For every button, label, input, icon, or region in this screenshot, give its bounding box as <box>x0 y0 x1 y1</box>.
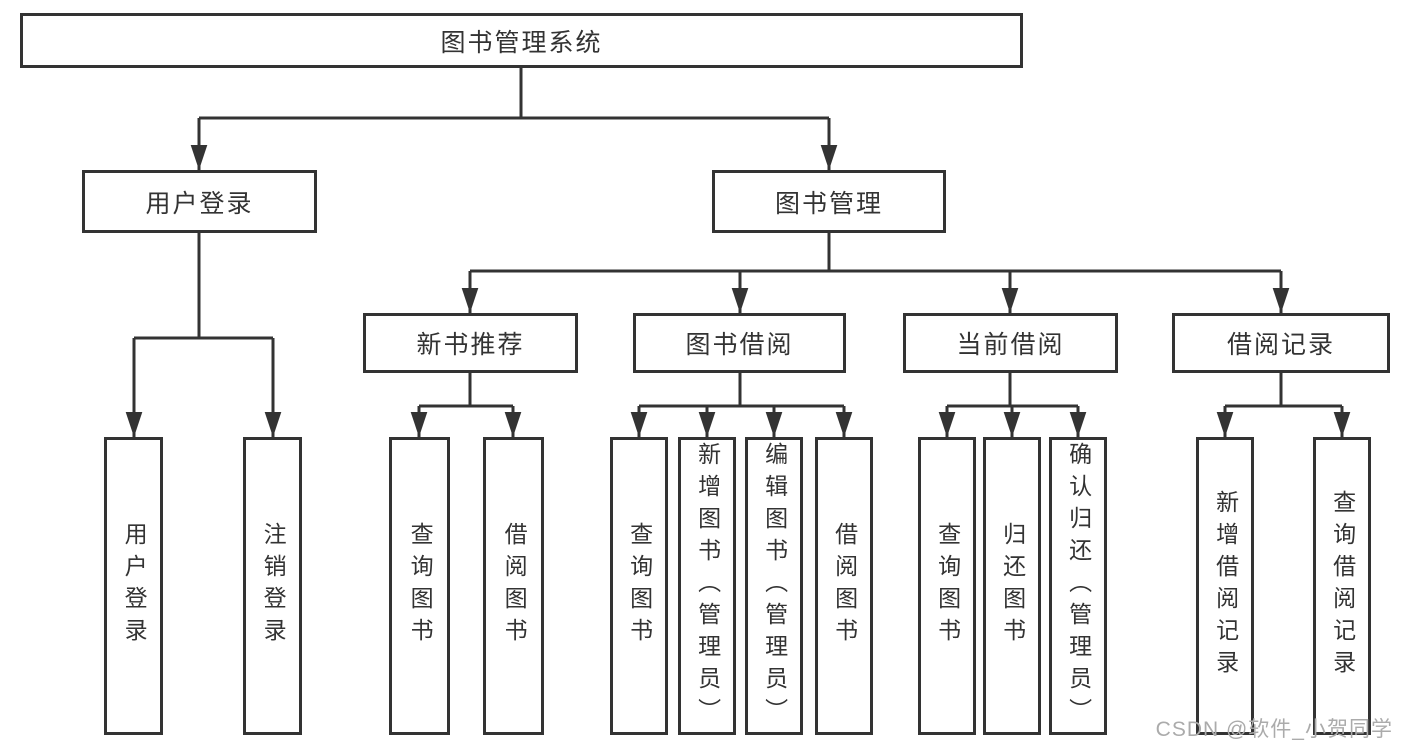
connector-book-management-to-level3 <box>461 233 1290 313</box>
node-leaf-confirm-return-admin: 确认归还（管理员） <box>1049 437 1107 735</box>
node-book-borrow: 图书借阅 <box>633 313 846 373</box>
node-leaf-edit-books-admin: 编辑图书（管理员） <box>745 437 803 735</box>
connector-borrow-records-to-leaves <box>1216 373 1351 437</box>
node-leaf-borrow-books-2: 借阅图书 <box>815 437 873 735</box>
node-leaf-query-books-2: 查询图书 <box>610 437 668 735</box>
connector-book-borrow-to-leaves <box>630 373 853 437</box>
csdn-watermark: CSDN @软件_小贺同学 <box>1155 718 1393 741</box>
node-leaf-query-borrow-record: 查询借阅记录 <box>1313 437 1371 735</box>
node-book-management: 图书管理 <box>712 170 946 233</box>
node-leaf-query-books-1: 查询图书 <box>389 437 450 735</box>
node-leaf-user-login: 用户登录 <box>104 437 163 735</box>
node-leaf-add-borrow-record: 新增借阅记录 <box>1196 437 1254 735</box>
node-leaf-query-books-3: 查询图书 <box>918 437 976 735</box>
node-leaf-logout: 注销登录 <box>243 437 302 735</box>
node-leaf-borrow-books-1: 借阅图书 <box>483 437 544 735</box>
connector-user-login-to-leaves <box>125 233 282 437</box>
node-user-login: 用户登录 <box>82 170 317 233</box>
node-new-book-recommend: 新书推荐 <box>363 313 578 373</box>
connector-current-borrow-to-leaves <box>938 373 1087 437</box>
node-leaf-add-books-admin: 新增图书（管理员） <box>678 437 736 735</box>
node-current-borrow: 当前借阅 <box>903 313 1118 373</box>
node-leaf-return-books: 归还图书 <box>983 437 1041 735</box>
node-borrow-records: 借阅记录 <box>1172 313 1390 373</box>
connector-new-book-recommend-to-leaves <box>410 373 522 437</box>
connector-root-to-level2 <box>190 68 838 170</box>
node-root-library-system: 图书管理系统 <box>20 13 1023 68</box>
